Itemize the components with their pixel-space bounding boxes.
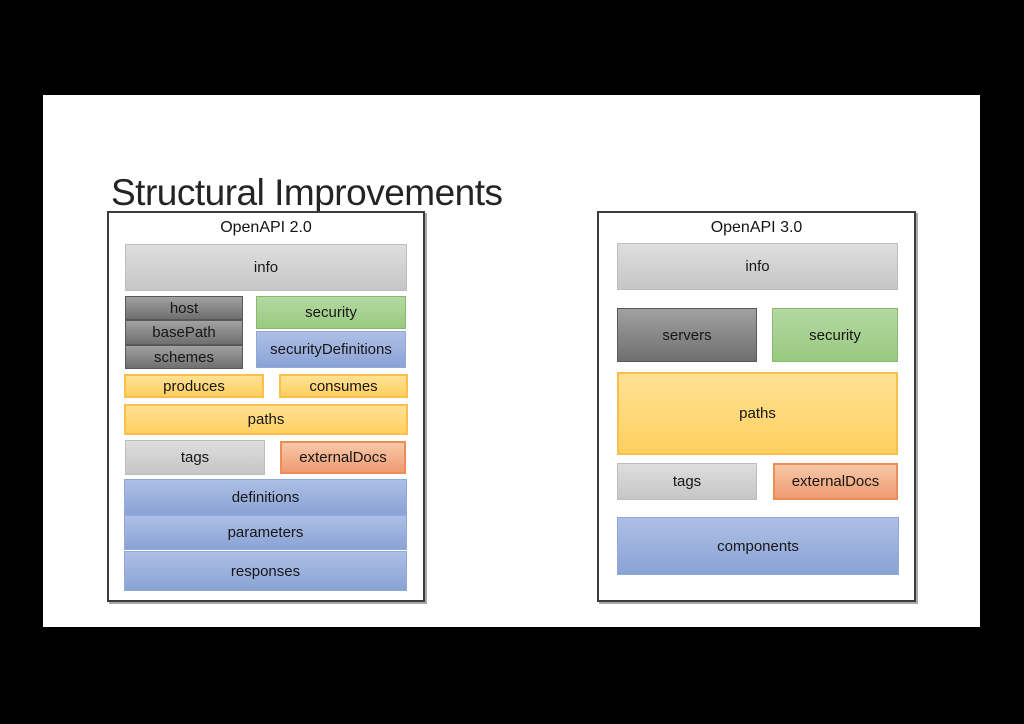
openapi3-box-info: info <box>617 243 898 290</box>
openapi2-box-schemes: schemes <box>125 345 243 369</box>
openapi2-box-externaldocs: externalDocs <box>280 441 406 474</box>
openapi2-box-info: info <box>125 244 407 291</box>
openapi3-box-paths: paths <box>617 372 898 455</box>
openapi3-box-tags: tags <box>617 463 757 500</box>
openapi2-box-tags: tags <box>125 440 265 475</box>
openapi2-box-produces: produces <box>124 374 264 398</box>
openapi3-box-security: security <box>772 308 898 362</box>
slide-canvas: Structural Improvements OpenAPI 2.0 info… <box>43 95 980 627</box>
openapi2-box-securitydefinitions: securityDefinitions <box>256 331 406 368</box>
openapi3-panel: OpenAPI 3.0 info servers security paths … <box>597 211 916 602</box>
openapi3-box-externaldocs: externalDocs <box>773 463 898 500</box>
openapi3-box-servers: servers <box>617 308 757 362</box>
openapi2-box-definitions: definitions <box>124 479 407 515</box>
openapi2-box-paths: paths <box>124 404 408 435</box>
openapi2-box-responses: responses <box>124 551 407 591</box>
openapi3-panel-title: OpenAPI 3.0 <box>710 219 803 236</box>
openapi2-box-security: security <box>256 296 406 329</box>
slide-title: Structural Improvements <box>111 171 503 213</box>
openapi2-box-consumes: consumes <box>279 374 408 398</box>
openapi2-box-basepath: basePath <box>125 320 243 345</box>
openapi2-panel-title: OpenAPI 2.0 <box>220 219 312 236</box>
openapi2-box-parameters: parameters <box>124 515 407 550</box>
openapi2-box-host: host <box>125 296 243 320</box>
openapi3-box-components: components <box>617 517 899 575</box>
openapi2-panel: OpenAPI 2.0 info host basePath schemes s… <box>107 211 425 602</box>
